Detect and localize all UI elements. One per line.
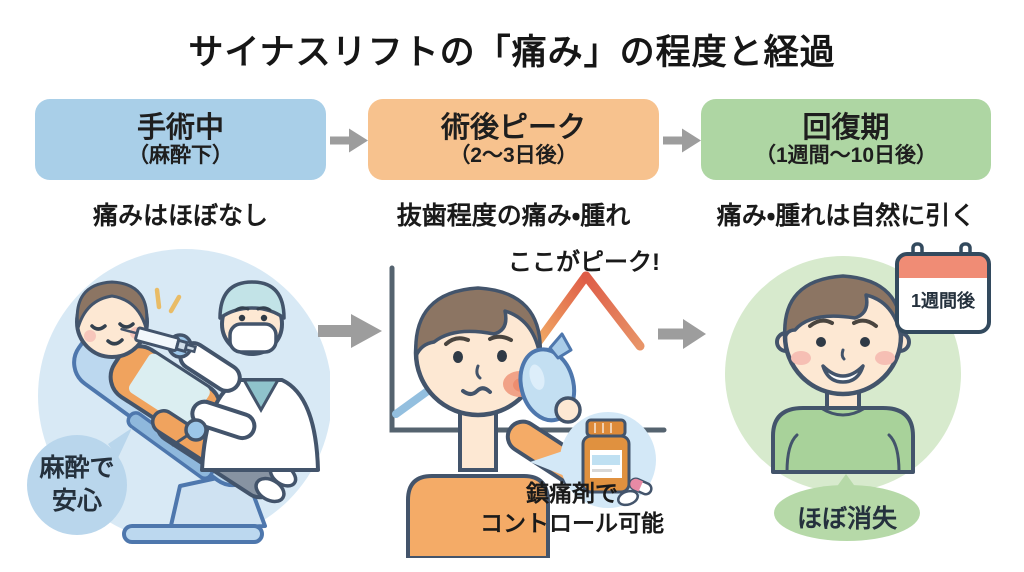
- face-mask-icon: [228, 322, 278, 354]
- dentist-treatment-illustration: [27, 249, 330, 544]
- phase-box-post-op-peak: 術後ピーク （2〜3日後）: [368, 99, 659, 180]
- arrow-right-icon: [318, 314, 382, 348]
- dentist: [120, 280, 320, 472]
- phase-description-recovery: 痛み・腫れは自然に引く: [716, 202, 976, 230]
- recovery-bubble-text: ほぼ消失: [796, 505, 897, 533]
- painkiller-caption: 鎮痛剤で コントロール可能: [480, 480, 664, 537]
- speech-bubble: [27, 428, 132, 535]
- phase-box-recovery: 回復期 （1週間〜10日後）: [701, 99, 991, 180]
- arrow-right-icon: [663, 128, 701, 153]
- arrow-right-icon: [330, 128, 368, 153]
- phase-label: 回復期: [802, 111, 890, 144]
- anesthesia-bubble-text: 麻酔で 安心: [39, 454, 115, 515]
- recovered-person-illustration: [725, 242, 991, 541]
- phase-box-during-surgery: 手術中 （麻酔下）: [35, 99, 326, 180]
- arrow-right-icon: [658, 319, 706, 349]
- calendar-icon: [895, 242, 991, 334]
- page-title: サイナスリフトの「痛み」の程度と経過: [188, 33, 836, 72]
- peak-annotation: ここがピーク!: [508, 249, 660, 276]
- phase-period: （2〜3日後）: [449, 143, 578, 167]
- pill-bottle-icon: [581, 418, 653, 507]
- phase-period: （麻酔下）: [128, 143, 233, 167]
- pill-icon: [617, 489, 639, 507]
- phase-description-surgery: 痛みはほぼなし: [92, 202, 268, 230]
- peak-illustration-panel: ここがピーク! 鎮痛剤で コントロール可能: [378, 238, 674, 558]
- surgery-illustration-panel: 麻酔で 安心: [20, 238, 330, 558]
- syringe-icon: [120, 326, 198, 354]
- phase-label: 手術中: [136, 111, 224, 144]
- recovery-illustration-panel: 1週間後 ほぼ消失: [715, 238, 1005, 558]
- painkiller-bubble: [530, 412, 656, 508]
- calendar-label: 1週間後: [910, 291, 975, 311]
- patient-with-ice-pack: [406, 286, 591, 558]
- phase-description-peak: 抜歯程度の痛み・腫れ: [396, 202, 631, 230]
- pain-peak-illustration: [389, 265, 667, 558]
- capsule-icon: [629, 477, 653, 496]
- speech-bubble: [774, 474, 920, 541]
- phase-period: （1週間〜10日後）: [754, 143, 938, 167]
- phase-label: 術後ピーク: [440, 111, 586, 144]
- smiling-person: [771, 274, 915, 474]
- pain-peak-line: [530, 271, 645, 351]
